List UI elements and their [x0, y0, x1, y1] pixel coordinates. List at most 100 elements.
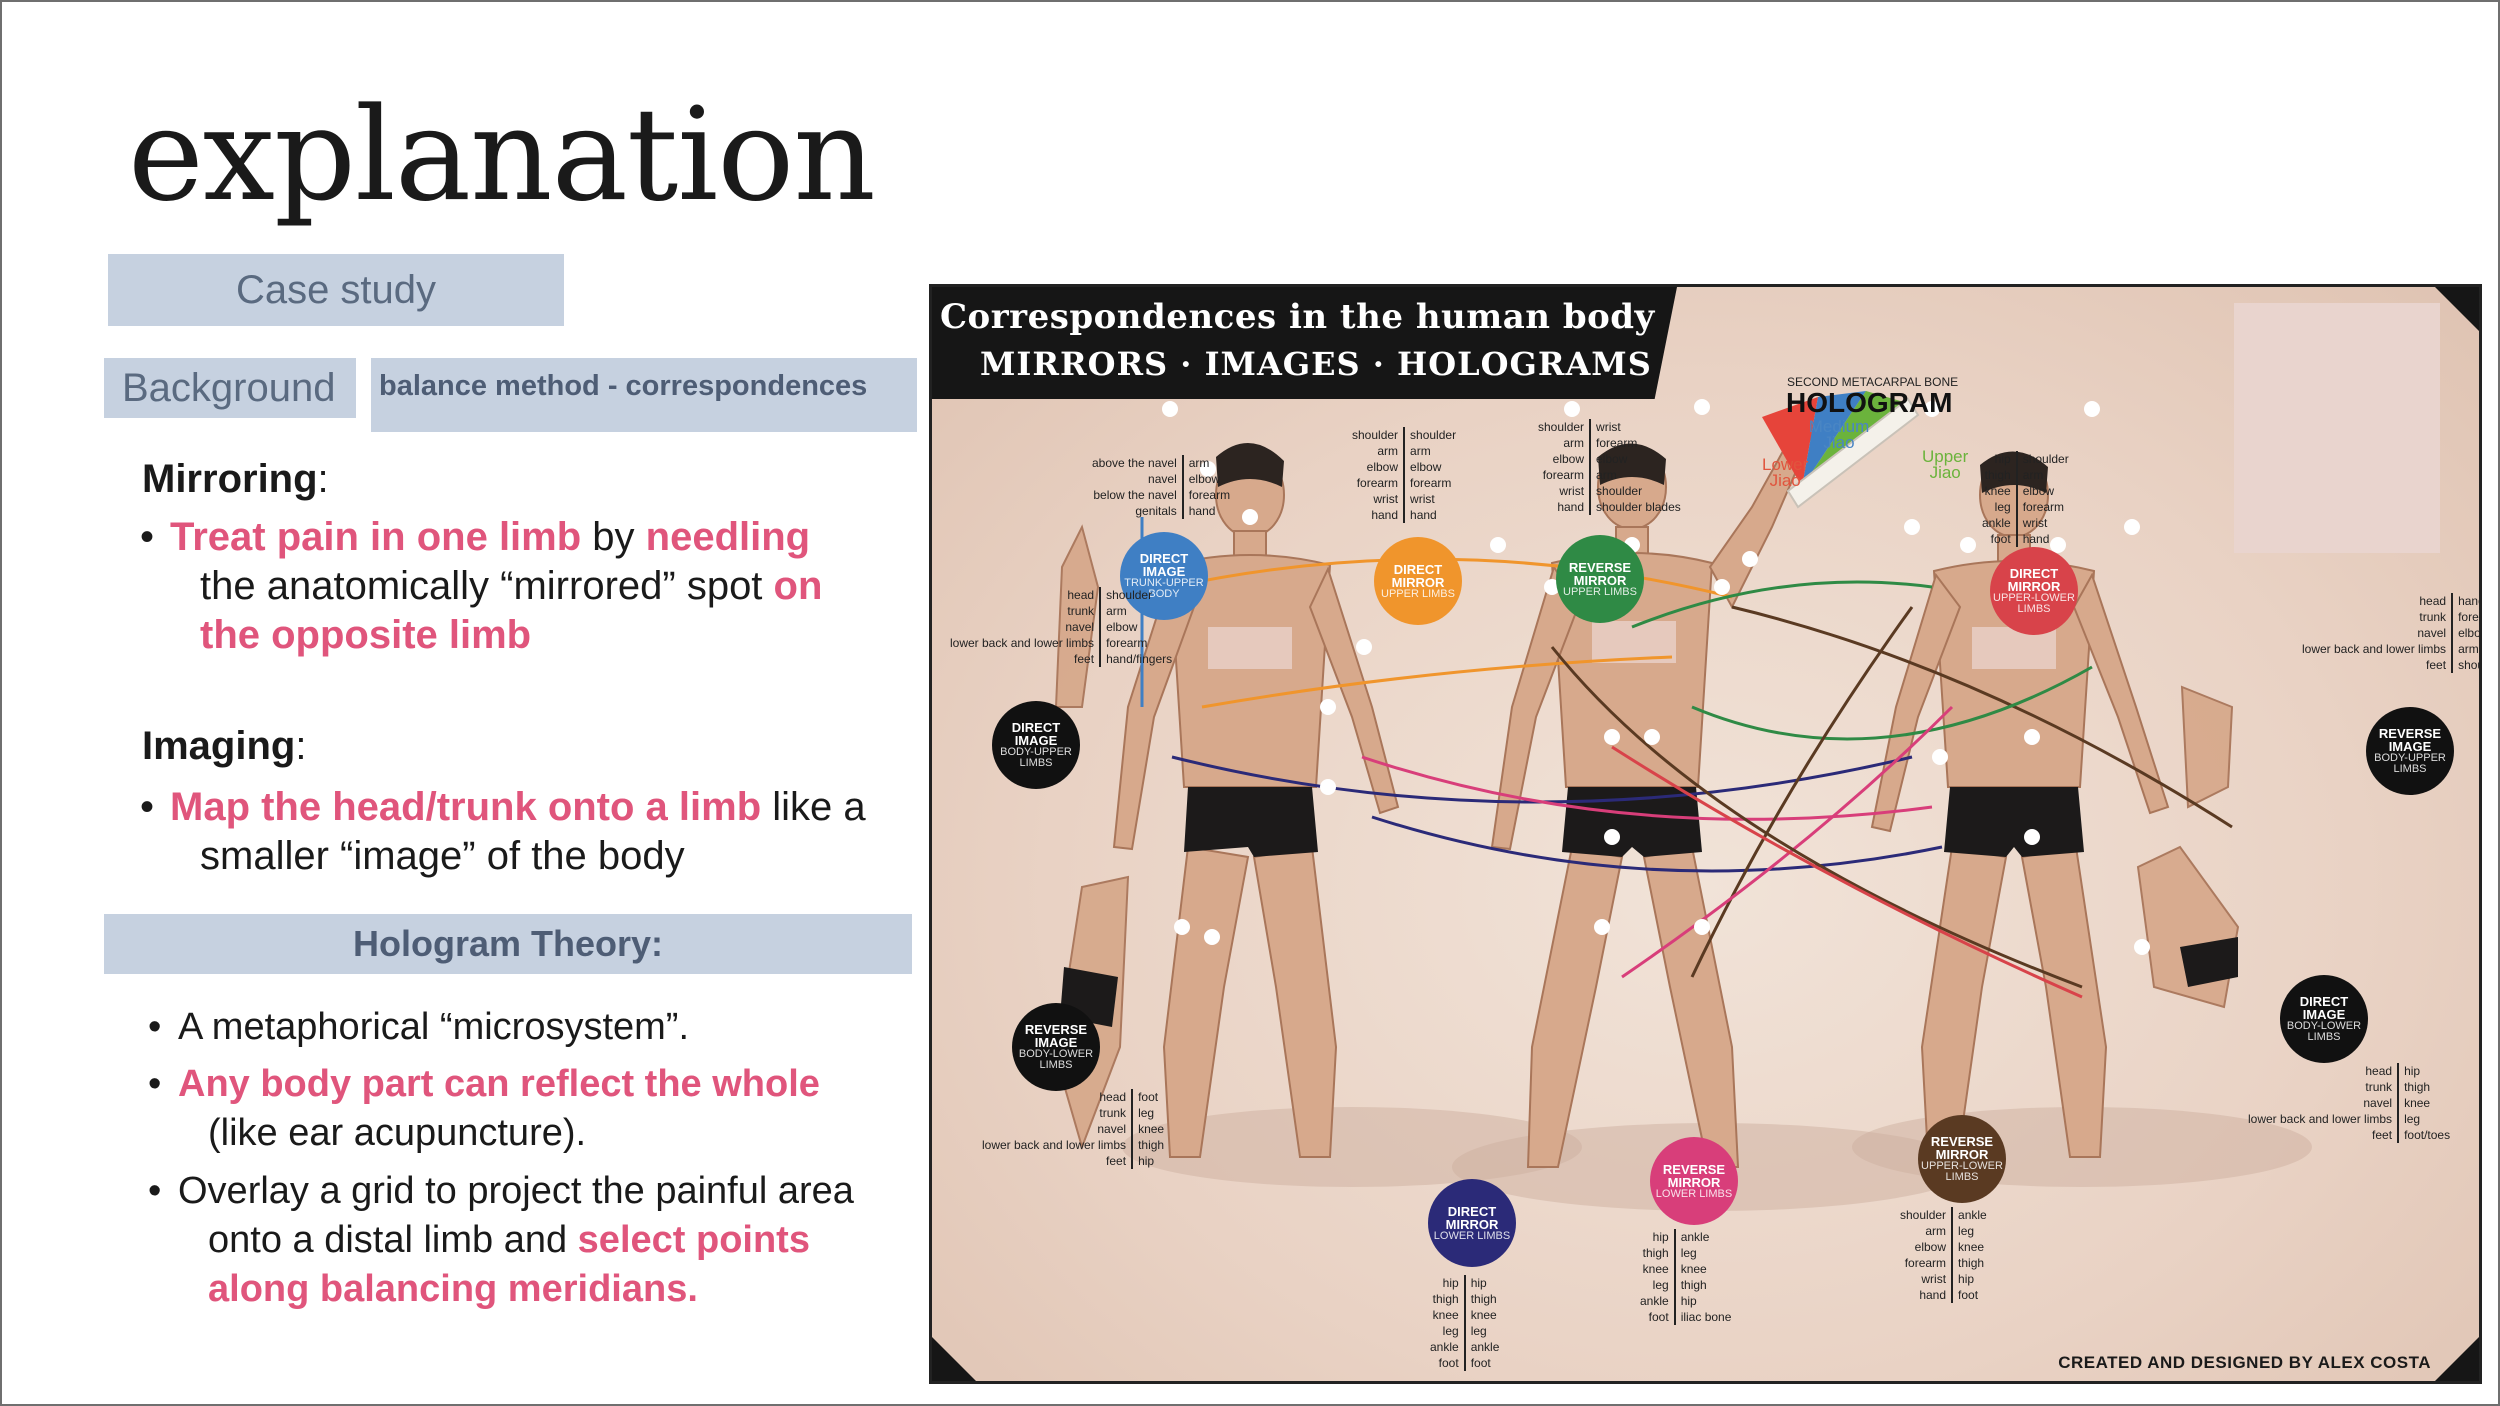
table-cell: lower back and lower limbs: [2302, 642, 2447, 656]
table-cell: trunk: [1099, 1106, 1127, 1120]
table-cell: hand/fingers: [1106, 652, 1173, 666]
table-cell: feet: [1106, 1154, 1127, 1168]
table-cell: hand: [1557, 500, 1585, 514]
imaging-heading: Imaging:: [142, 724, 307, 768]
hologram-caption-small: SECOND METACARPAL BONE: [1787, 375, 1959, 389]
table-cell: knee: [1680, 1262, 1707, 1276]
table-cell: lower back and lower limbs: [982, 1138, 1127, 1152]
table-cell: hip: [1442, 1276, 1459, 1290]
table-cell: forearm: [1356, 476, 1399, 490]
table-cell: shoulder: [2022, 452, 2069, 466]
bullet-dot: •: [148, 1063, 162, 1105]
table-cell: thigh: [1680, 1278, 1707, 1292]
table-cell: forearm: [1188, 488, 1231, 502]
table-cell: hand: [1919, 1288, 1947, 1302]
table-cell: thigh: [1642, 1246, 1669, 1260]
table-cell: arm: [1925, 1224, 1947, 1238]
table-cell: forearm: [1904, 1256, 1947, 1270]
table-cell: hand: [2458, 594, 2479, 608]
table-cell: thigh: [1984, 468, 2011, 482]
table-cell: arm: [1377, 444, 1399, 458]
table-cell: elbow: [1106, 620, 1138, 634]
balance-method-tag: balance method - correspondences: [371, 358, 917, 432]
table-cell: ankle: [1680, 1230, 1710, 1244]
hologram-upper-jiao: Upper Jiao: [1922, 447, 1969, 482]
table-cell: wrist: [1596, 420, 1621, 434]
table-cell: leg: [1680, 1246, 1697, 1260]
infographic-title: Correspondences in the human body: [940, 297, 1655, 337]
table-cell: leg: [1958, 1224, 1975, 1238]
table-cell: hand: [1371, 508, 1399, 522]
table-cell: hip: [1994, 452, 2011, 466]
hologram-bullet-1: • A metaphorical “microsystem”.: [148, 1003, 898, 1052]
hologram-bullet-2: • Any body part can reflect the whole (l…: [148, 1060, 898, 1158]
table-cell: knee: [1642, 1262, 1669, 1276]
table-cell: ankle: [1982, 516, 2011, 530]
table-cell: forearm: [1596, 436, 1638, 450]
table-cell: foot: [1138, 1090, 1159, 1104]
table-cell: shoulder blades: [1596, 500, 1681, 514]
table-cell: thigh: [2404, 1080, 2431, 1094]
table-cell: knee: [1470, 1308, 1497, 1322]
infographic-credit: CREATED AND DESIGNED BY ALEX COSTA: [2058, 1353, 2431, 1372]
table-cell: elbow: [1914, 1240, 1947, 1254]
table-cell: wrist: [1921, 1272, 1947, 1286]
bullet-dot: •: [148, 1170, 162, 1212]
table-cell: thigh: [1138, 1138, 1165, 1152]
table-cell: shoulder: [1106, 588, 1153, 602]
table-cell: foot: [1958, 1288, 1979, 1302]
table-cell: leg: [1470, 1324, 1487, 1338]
table-cell: hip: [1680, 1294, 1697, 1308]
table-cell: foot: [1438, 1356, 1459, 1370]
infographic-subtitle: MIRRORS · IMAGES · HOLOGRAMS: [980, 345, 1652, 383]
table-cell: hip: [1470, 1276, 1487, 1290]
table-cell: forearm: [1410, 476, 1452, 490]
table-cell: ankle: [1470, 1340, 1500, 1354]
hologram-theory-tag: Hologram Theory:: [104, 914, 912, 974]
hologram-lower-jiao: Lower Jiao: [1762, 455, 1809, 490]
table-cell: foot: [1990, 532, 2011, 546]
table-cell: arm: [1563, 436, 1585, 450]
imaging-bullet: • Map the head/trunk onto a limb like a …: [140, 785, 866, 878]
background-tag: Background: [104, 358, 356, 418]
table-cell: hip: [1138, 1154, 1155, 1168]
hologram-diagram: [1762, 391, 1920, 509]
table-cell: hip: [1652, 1230, 1669, 1244]
table-cell: arm: [2022, 468, 2044, 482]
table-cell: shoulder: [1538, 420, 1585, 434]
table-cell: leg: [1994, 500, 2011, 514]
page-title: explanation: [128, 81, 876, 230]
table-cell: head: [2365, 1064, 2393, 1078]
table-cell: head: [2419, 594, 2447, 608]
hologram-bullet-3: • Overlay a grid to project the painful …: [148, 1167, 898, 1314]
table-cell: trunk: [2365, 1080, 2393, 1094]
table-cell: elbow: [1410, 460, 1442, 474]
table-cell: elbow: [1188, 472, 1221, 486]
table-cell: leg: [1138, 1106, 1155, 1120]
table-cell: leg: [1652, 1278, 1669, 1292]
table-cell: elbow: [2022, 484, 2055, 498]
table-cell: thigh: [1958, 1256, 1985, 1270]
table-cell: wrist: [1373, 492, 1399, 506]
table-cell: trunk: [1067, 604, 1095, 618]
